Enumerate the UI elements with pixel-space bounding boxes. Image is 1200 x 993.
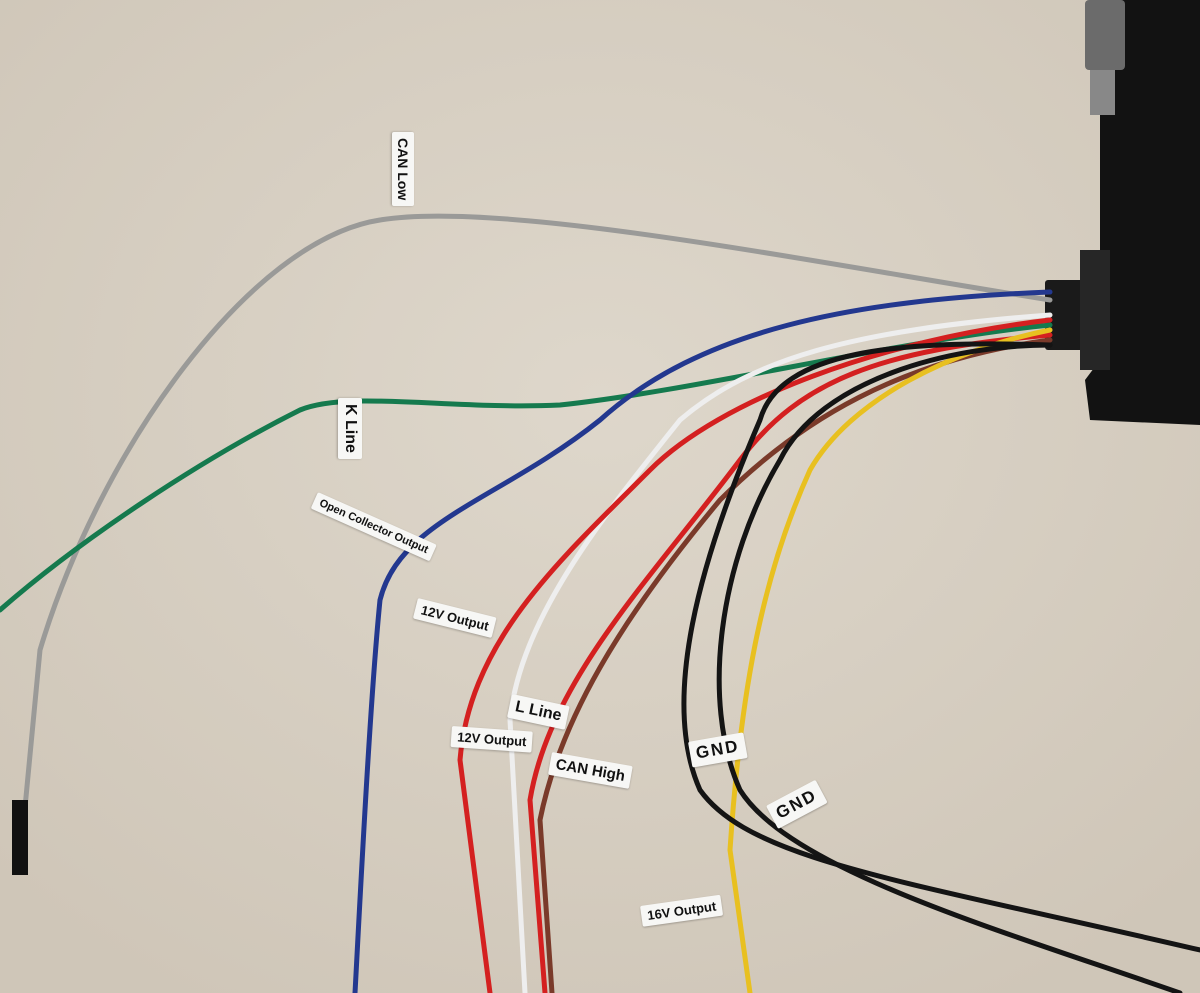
connector-screw bbox=[1090, 70, 1115, 115]
interface-box bbox=[1045, 0, 1200, 425]
blue-wire bbox=[352, 289, 1053, 993]
gray-wire bbox=[17, 213, 1053, 863]
db9-connector bbox=[1085, 0, 1125, 70]
wires bbox=[0, 213, 1200, 993]
black-wire-2 bbox=[716, 342, 1183, 993]
brown-wire bbox=[537, 337, 1053, 993]
black-wire-1 bbox=[681, 341, 1200, 953]
label-can-low: CAN Low bbox=[392, 132, 414, 207]
white-wire bbox=[507, 312, 1053, 993]
pin-connector bbox=[12, 800, 28, 875]
label-k-line: K Line bbox=[338, 398, 362, 459]
